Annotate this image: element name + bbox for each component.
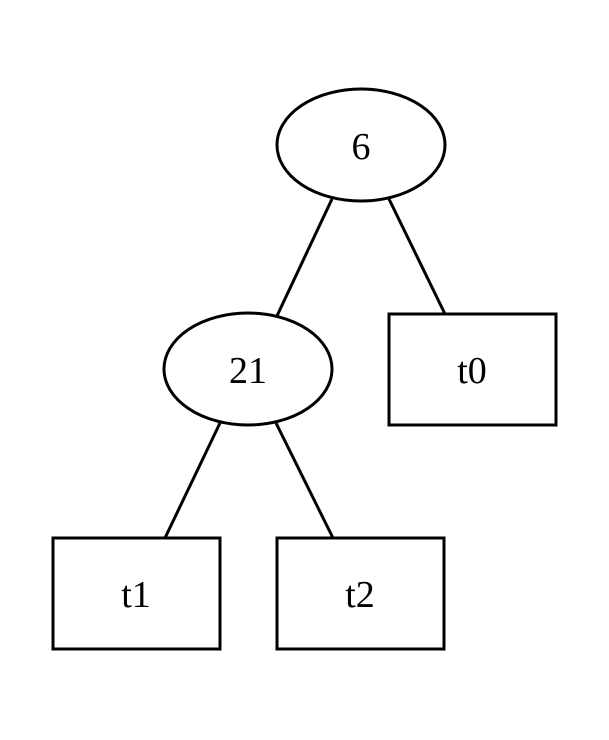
leaf-t2-box xyxy=(275,536,446,651)
leaf-t0: t0 xyxy=(387,312,558,427)
edge-21-t1 xyxy=(163,422,222,539)
node-21-label: 21 xyxy=(229,350,267,392)
edge-6-21 xyxy=(274,198,334,319)
node-6: 6 xyxy=(275,87,447,203)
leaf-t1-box xyxy=(51,536,222,651)
leaf-t1: t1 xyxy=(51,536,222,651)
node-21: 21 xyxy=(162,311,334,427)
edge-21-t2 xyxy=(274,422,335,539)
leaf-t2-label: t2 xyxy=(345,574,375,616)
leaf-t2: t2 xyxy=(275,536,446,651)
leaf-t1-label: t1 xyxy=(121,574,151,616)
node-21-ellipse xyxy=(162,311,334,427)
leaf-t0-label: t0 xyxy=(457,350,487,392)
node-6-ellipse xyxy=(275,87,447,203)
leaf-t0-box xyxy=(387,312,558,427)
edge-6-t0 xyxy=(387,198,447,315)
node-6-label: 6 xyxy=(352,126,371,168)
